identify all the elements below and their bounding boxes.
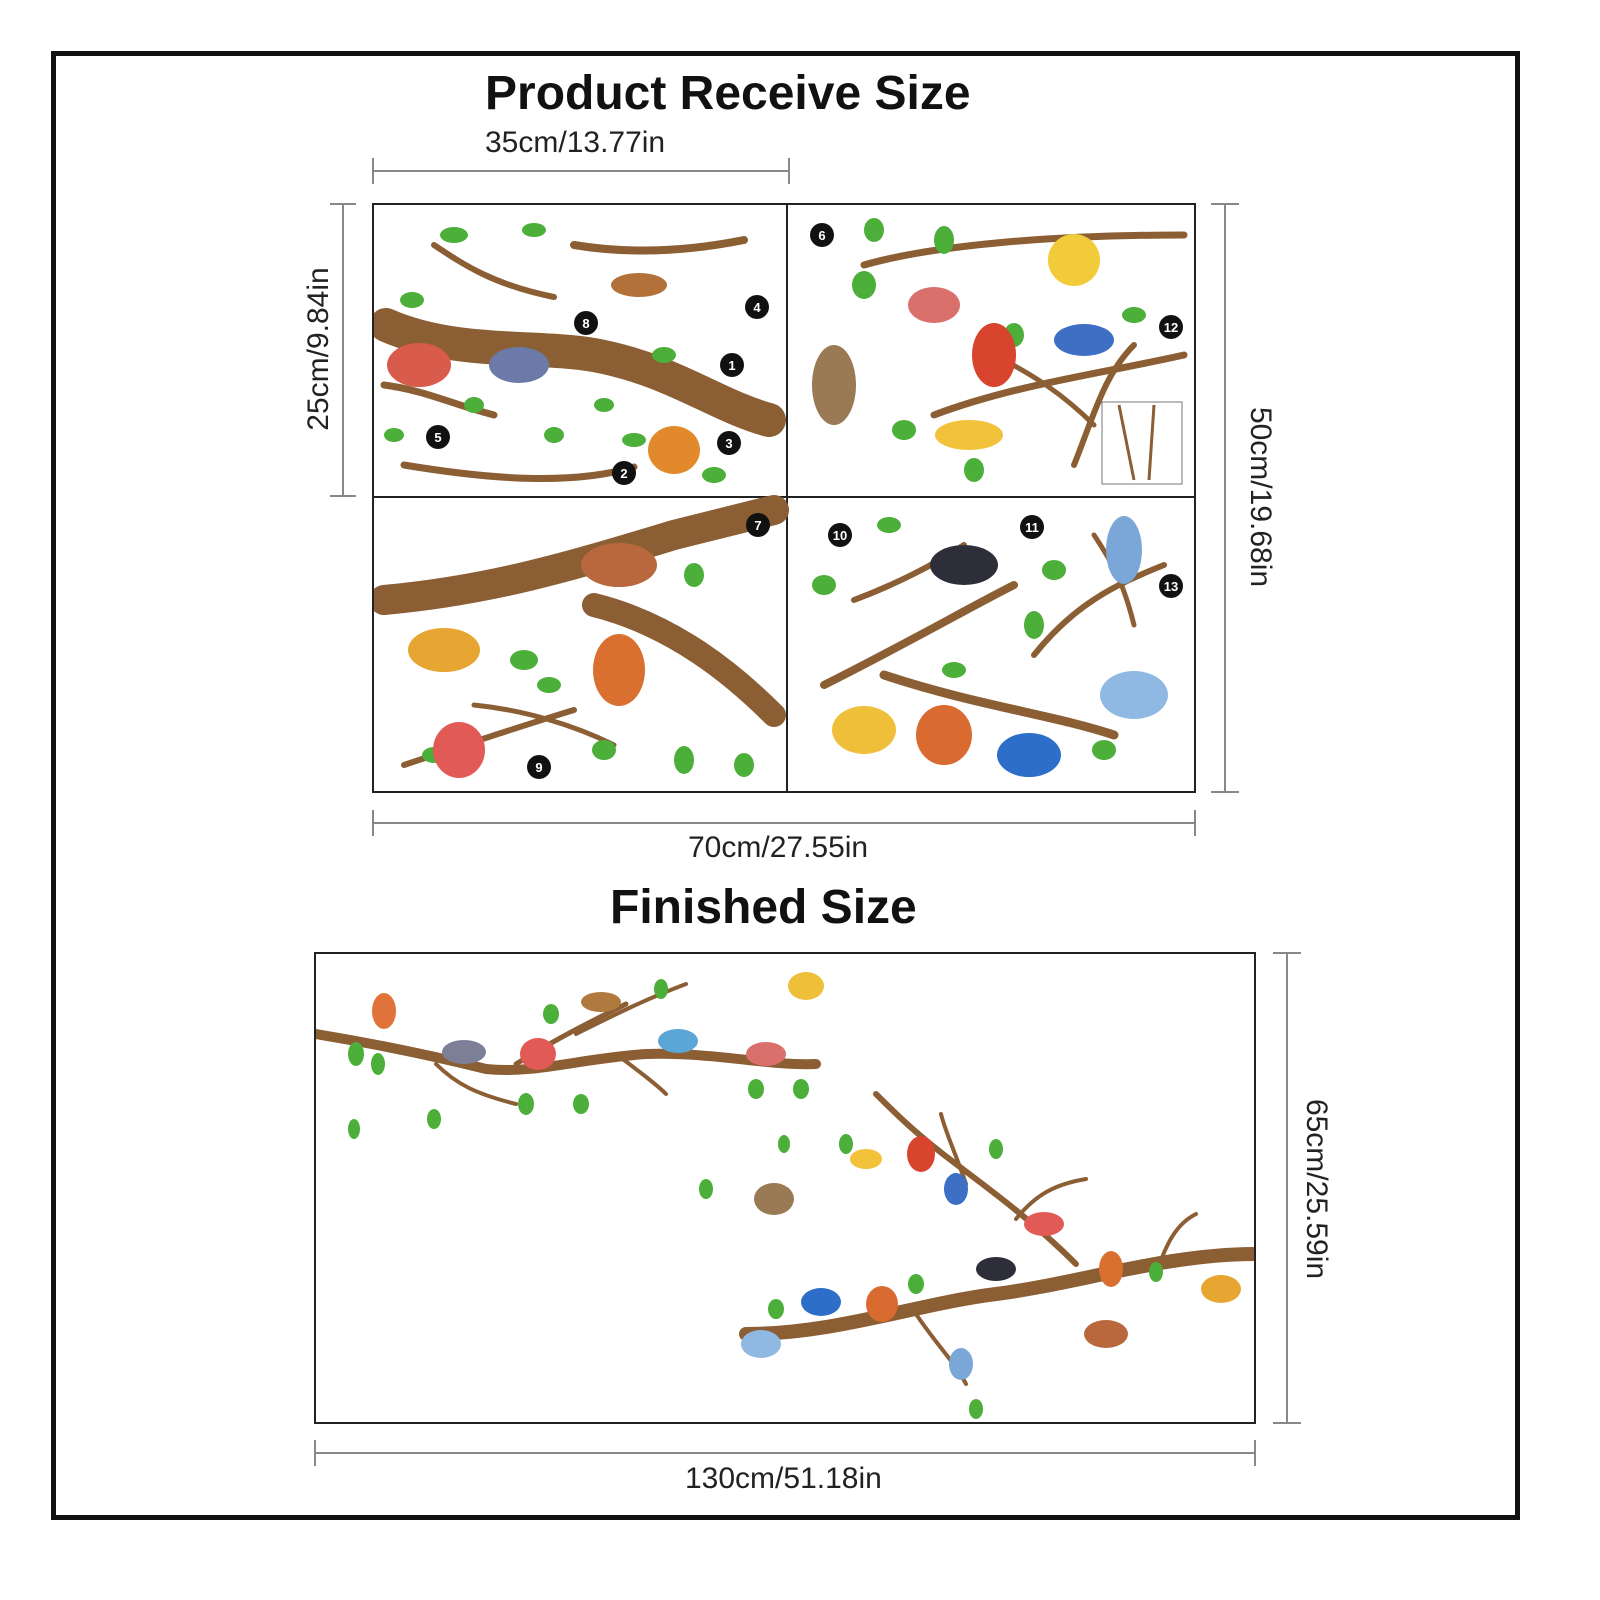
total-width-line bbox=[372, 822, 1196, 824]
sheet-height-line bbox=[342, 203, 344, 497]
finished-illustration bbox=[316, 972, 1254, 1419]
finished-upper-leaves bbox=[348, 979, 809, 1139]
sheet-top-left-leaves bbox=[384, 223, 726, 483]
sheet-height-tick-bottom bbox=[330, 495, 356, 497]
finished-title: Finished Size bbox=[610, 881, 917, 934]
tag-9: 9 bbox=[535, 760, 542, 775]
sheet-width-tick-left bbox=[372, 158, 374, 184]
sheet-width-label: 35cm/13.77in bbox=[485, 126, 666, 159]
finished-height-line bbox=[1286, 952, 1288, 1424]
sheet-width-line bbox=[372, 170, 790, 172]
tag-2: 2 bbox=[620, 466, 627, 481]
outer-frame bbox=[51, 51, 1520, 1520]
finished-lower-leaves bbox=[699, 1134, 1163, 1419]
sheet-bottom-left-leaves bbox=[422, 563, 754, 777]
finished-height-tick-top bbox=[1273, 952, 1301, 954]
finished-panel bbox=[314, 952, 1256, 1424]
sheet-bottom-right-leaves bbox=[812, 517, 1116, 760]
sheet-bottom-right-birds bbox=[832, 516, 1168, 777]
tag-6: 6 bbox=[818, 228, 825, 243]
sheet-width-tick-right bbox=[788, 158, 790, 184]
sheet-top-right-birds bbox=[812, 234, 1183, 485]
sheet-top-left-birds bbox=[387, 273, 700, 474]
receive-title: Product Receive Size bbox=[485, 67, 971, 120]
finished-upper-birds bbox=[372, 972, 824, 1070]
finished-width-label: 130cm/51.18in bbox=[685, 1462, 882, 1495]
tag-7: 7 bbox=[754, 518, 761, 533]
tag-10: 10 bbox=[833, 528, 847, 543]
total-height-label: 50cm/19.68in bbox=[1244, 406, 1277, 588]
sheet-bottom-left-birds bbox=[408, 543, 657, 778]
total-height-tick-top bbox=[1211, 203, 1239, 205]
total-height-line bbox=[1224, 203, 1226, 793]
tag-3: 3 bbox=[725, 436, 732, 451]
sheet-top-left-branches bbox=[374, 236, 786, 483]
finished-lower-birds bbox=[741, 1136, 1241, 1380]
finished-width-tick-right bbox=[1254, 1440, 1256, 1466]
finished-height-label: 65cm/25.59in bbox=[1300, 1098, 1333, 1280]
sheet-height-label: 25cm/9.84in bbox=[302, 267, 335, 431]
tag-12: 12 bbox=[1164, 320, 1178, 335]
tag-13: 13 bbox=[1164, 579, 1178, 594]
total-height-tick-bottom bbox=[1211, 791, 1239, 793]
sheet-bottom-right-branches bbox=[820, 532, 1167, 740]
sheets-grid: 1 2 3 4 5 6 7 8 9 10 11 12 13 bbox=[372, 203, 1196, 793]
sheets-illustration: 1 2 3 4 5 6 7 8 9 10 11 12 13 bbox=[374, 205, 1194, 791]
tag-1: 1 bbox=[728, 358, 735, 373]
finished-lower-branches bbox=[739, 1091, 1254, 1386]
sheet-height-tick-top bbox=[330, 203, 356, 205]
tag-11: 11 bbox=[1025, 520, 1039, 535]
finished-width-line bbox=[314, 1452, 1256, 1454]
finished-height-tick-bottom bbox=[1273, 1422, 1301, 1424]
total-width-tick-left bbox=[372, 810, 374, 836]
sheet-top-right-leaves bbox=[852, 218, 1146, 482]
tag-4: 4 bbox=[753, 300, 761, 315]
tag-8: 8 bbox=[582, 316, 589, 331]
sheet-number-tags: 1 2 3 4 5 6 7 8 9 10 11 12 13 bbox=[426, 223, 1183, 779]
tag-5: 5 bbox=[434, 430, 441, 445]
finished-width-tick-left bbox=[314, 1440, 316, 1466]
total-width-label: 70cm/27.55in bbox=[688, 831, 869, 864]
total-width-tick-right bbox=[1194, 810, 1196, 836]
